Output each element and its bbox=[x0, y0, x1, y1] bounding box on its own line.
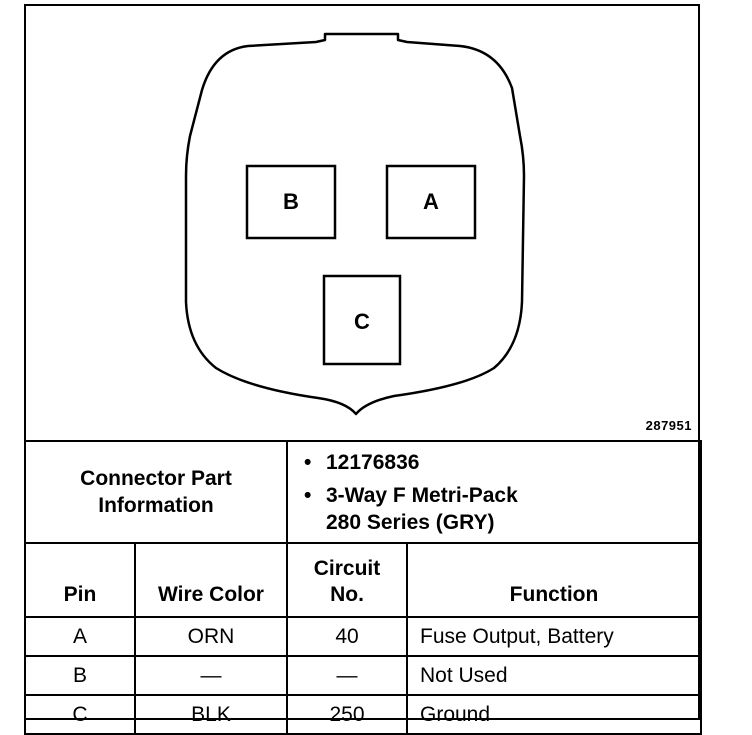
cavity-c bbox=[322, 274, 402, 366]
part-number-line: • 12176836 bbox=[304, 449, 700, 476]
function-cell: Ground bbox=[406, 694, 702, 735]
table-header-row: Pin Wire Color Circuit No. Function bbox=[24, 542, 702, 618]
cavity-a bbox=[385, 164, 477, 240]
pin-cell: C bbox=[24, 694, 136, 735]
connector-info-label-line2: Information bbox=[98, 494, 214, 517]
header-circuit-line2: No. bbox=[330, 583, 364, 606]
description-line1: 3-Way F Metri-Pack bbox=[326, 483, 518, 507]
wire-color-cell: BLK bbox=[134, 694, 288, 735]
function-cell: Fuse Output, Battery bbox=[406, 616, 702, 657]
header-function: Function bbox=[406, 542, 702, 618]
connector-info-details: • 12176836 • 3-Way F Metri-Pack 280 Seri… bbox=[286, 440, 702, 544]
circuit-cell: 250 bbox=[286, 694, 408, 735]
circuit-cell: 40 bbox=[286, 616, 408, 657]
table-row: A ORN 40 Fuse Output, Battery bbox=[24, 616, 702, 657]
header-wire-color: Wire Color bbox=[134, 542, 288, 618]
connector-info-row: Connector Part Information • 12176836 • … bbox=[24, 440, 702, 544]
part-number: 12176836 bbox=[326, 450, 420, 474]
table-row: B — — Not Used bbox=[24, 655, 702, 696]
connector-info-label: Connector Part Information bbox=[24, 440, 288, 544]
description-line: • 3-Way F Metri-Pack bbox=[304, 482, 700, 509]
bullet-icon: • bbox=[304, 450, 312, 474]
wire-color-cell: — bbox=[134, 655, 288, 696]
connector-face-drawing: B A C bbox=[184, 32, 526, 416]
bullet-icon: • bbox=[304, 483, 312, 507]
connector-outline bbox=[184, 32, 526, 416]
connector-table: Connector Part Information • 12176836 • … bbox=[24, 440, 702, 735]
pin-label-c: C bbox=[354, 309, 370, 334]
pin-label-a: A bbox=[423, 189, 439, 214]
pin-cell: A bbox=[24, 616, 136, 657]
header-circuit: Circuit No. bbox=[286, 542, 408, 618]
figure-id: 287951 bbox=[645, 418, 692, 433]
cavity-b bbox=[245, 164, 337, 240]
connector-diagram: B A C 287951 bbox=[26, 6, 702, 442]
header-circuit-line1: Circuit bbox=[313, 557, 381, 580]
description-line2: 280 Series (GRY) bbox=[326, 510, 495, 534]
pin-label-b: B bbox=[283, 189, 299, 214]
function-cell: Not Used bbox=[406, 655, 702, 696]
wire-color-cell: ORN bbox=[134, 616, 288, 657]
pin-cell: B bbox=[24, 655, 136, 696]
diagram-frame: B A C 287951 Connector Part Information … bbox=[24, 4, 702, 735]
header-pin: Pin bbox=[24, 542, 136, 618]
connector-info-label-line1: Connector Part bbox=[80, 467, 232, 490]
circuit-cell: — bbox=[286, 655, 408, 696]
table-row: C BLK 250 Ground bbox=[24, 694, 702, 735]
